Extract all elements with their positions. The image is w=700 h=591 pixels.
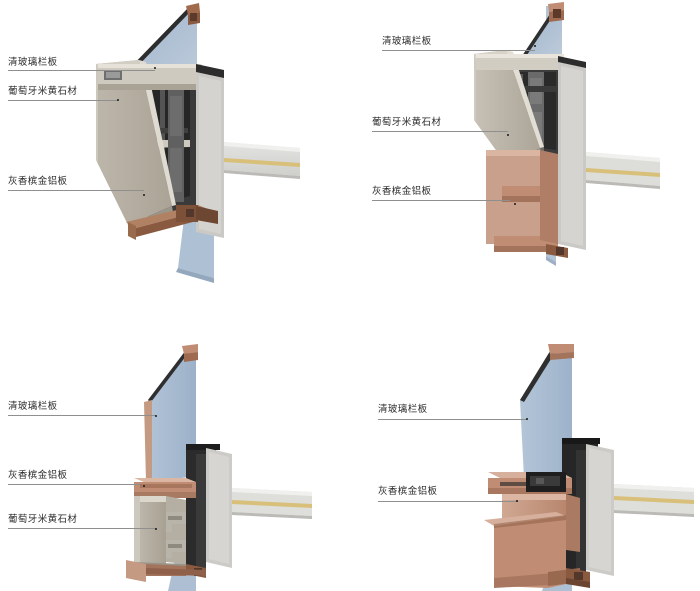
leader-dot xyxy=(526,418,529,421)
callout-label: 灰香槟金铝板 xyxy=(372,186,432,197)
leader-dot xyxy=(154,67,157,70)
callout-label: 清玻璃栏板 xyxy=(382,36,432,47)
drawing-top-right xyxy=(474,2,660,266)
leader-line xyxy=(372,131,508,132)
callout-champagne-aluminum: 灰香槟金铝板 xyxy=(378,486,437,497)
leader-dot xyxy=(516,500,519,503)
callout-label: 清玻璃栏板 xyxy=(378,404,428,415)
callout-beige-stone: 葡萄牙米黄石材 xyxy=(8,514,77,525)
leader-dot xyxy=(117,99,120,102)
leader-dot xyxy=(534,45,537,48)
leader-dot xyxy=(155,528,158,531)
leader-dot xyxy=(514,203,517,206)
callout-champagne-aluminum: 灰香槟金铝板 xyxy=(372,186,431,197)
callout-label: 清玻璃栏板 xyxy=(8,57,58,68)
leader-line xyxy=(372,200,510,201)
leader-line xyxy=(8,70,155,71)
callout-beige-stone: 葡萄牙米黄石材 xyxy=(372,117,441,128)
leader-dot xyxy=(143,194,146,197)
leader-dot xyxy=(155,415,158,418)
callout-label: 葡萄牙米黄石材 xyxy=(8,86,78,97)
leader-line xyxy=(8,528,156,529)
panel-top-left: 清玻璃栏板 葡萄牙米黄石材 灰香槟金铝板 xyxy=(0,0,350,295)
callout-label: 灰香槟金铝板 xyxy=(8,470,68,481)
panel-bottom-right: 清玻璃栏板 灰香槟金铝板 xyxy=(350,296,700,591)
callout-clear-glass: 清玻璃栏板 xyxy=(8,401,58,412)
callout-label: 葡萄牙米黄石材 xyxy=(372,117,442,128)
leader-line xyxy=(8,484,140,485)
leader-line xyxy=(382,50,535,51)
leader-line xyxy=(378,419,527,420)
leader-line xyxy=(378,501,518,502)
callout-label: 灰香槟金铝板 xyxy=(8,176,68,187)
callout-clear-glass: 清玻璃栏板 xyxy=(378,404,428,415)
panel-top-right: 清玻璃栏板 葡萄牙米黄石材 灰香槟金铝板 xyxy=(350,0,700,295)
callout-champagne-aluminum: 灰香槟金铝板 xyxy=(8,470,67,481)
drawing-top-left xyxy=(96,3,300,283)
callout-beige-stone: 葡萄牙米黄石材 xyxy=(8,86,77,97)
callout-label: 灰香槟金铝板 xyxy=(378,486,438,497)
callout-champagne-aluminum: 灰香槟金铝板 xyxy=(8,176,67,187)
panel-bottom-left: 清玻璃栏板 灰香槟金铝板 葡萄牙米黄石材 xyxy=(0,296,350,591)
drawing-bottom-right xyxy=(484,344,694,591)
drawing-bottom-left xyxy=(126,344,312,591)
leader-dot xyxy=(143,485,146,488)
callout-label: 清玻璃栏板 xyxy=(8,401,58,412)
callout-label: 葡萄牙米黄石材 xyxy=(8,514,78,525)
callout-clear-glass: 清玻璃栏板 xyxy=(8,57,58,68)
leader-line xyxy=(8,100,118,101)
leader-line xyxy=(8,190,144,191)
leader-line xyxy=(8,415,156,416)
callout-clear-glass: 清玻璃栏板 xyxy=(382,36,432,47)
leader-dot xyxy=(507,134,510,137)
